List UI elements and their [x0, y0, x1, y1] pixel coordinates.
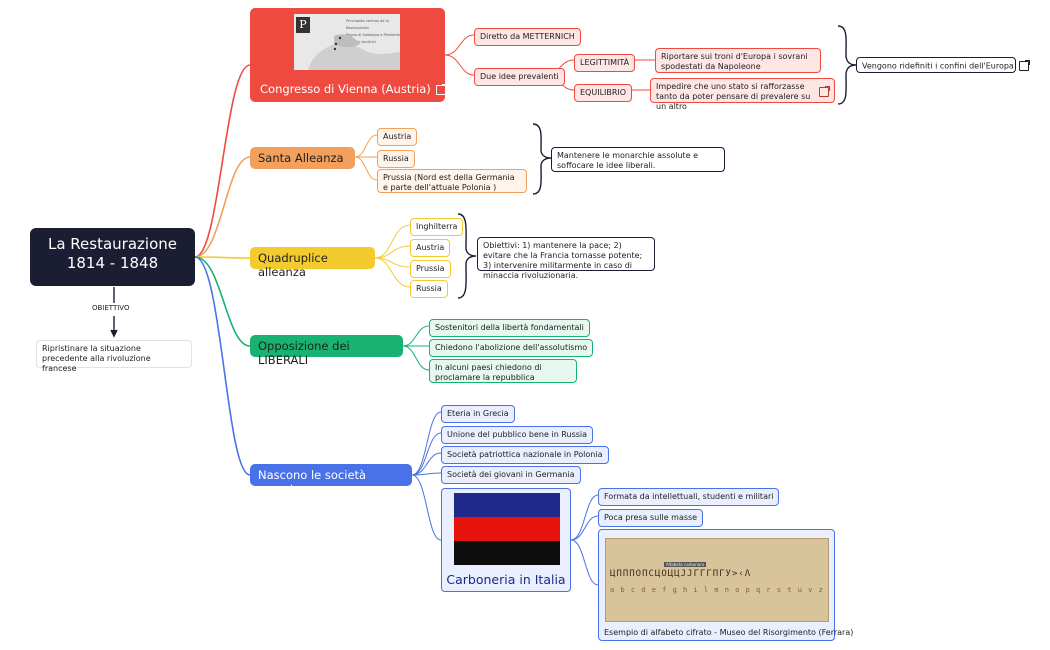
carboneria-detail[interactable]: Formata da intellettuali, studenti e mil… — [598, 488, 780, 506]
map-legend-item: Potenze vincitrici — [346, 40, 376, 44]
equilibrio-node[interactable]: EQUILIBRIO — [574, 84, 633, 102]
quadruplice-summary[interactable]: Obiettivi: 1) mantenere la pace; 2) evit… — [477, 237, 655, 280]
santa-item[interactable]: Austria — [377, 128, 418, 146]
map-logo: P — [296, 17, 310, 33]
root-node[interactable]: La Restaurazione 1814 - 1848 — [30, 228, 195, 286]
legittimita-text[interactable]: Riportare sui troni d'Europa i sovrani s… — [655, 48, 821, 73]
legittimita-node[interactable]: LEGITTIMITÀ — [574, 54, 636, 72]
map-drawing — [308, 34, 400, 70]
flag-black-stripe — [454, 541, 560, 565]
external-link-icon[interactable] — [1018, 60, 1030, 71]
quadruplice-item[interactable]: Austria — [410, 239, 451, 257]
quadruplice-item[interactable]: Inghilterra — [410, 218, 464, 236]
congresso-summary[interactable]: Vengono ridefiniti i confini dell'Europa — [856, 57, 1030, 73]
segrete-item[interactable]: Società dei giovani in Germania — [441, 466, 581, 484]
external-link-icon[interactable] — [819, 86, 830, 97]
carboneria-detail[interactable]: Poca presa sulle masse — [598, 509, 704, 527]
congresso-title: Congresso di Vienna (Austria) — [260, 82, 431, 96]
idee-node[interactable]: Due idee prevalenti — [474, 68, 565, 86]
europe-map-image: P Principales centros de la Restauración… — [294, 14, 400, 70]
equilibrio-text-node[interactable]: Impedire che uno stato si rafforzasse ta… — [650, 78, 835, 111]
congresso-node[interactable]: P Principales centros de la Restauración… — [250, 8, 447, 102]
flag-red-stripe — [454, 517, 560, 541]
equilibrio-text: Impedire che uno stato si rafforzasse ta… — [656, 82, 811, 111]
liberali-item[interactable]: Sostenitori della libertà fondamentali — [429, 319, 590, 337]
cipher-letters: a b c d e f g h i l m n o p q r s t u v … — [610, 586, 824, 594]
carboneria-flag-image — [454, 493, 560, 565]
liberali-item[interactable]: Chiedono l'abolizione dell'assolutismo — [429, 339, 594, 357]
cipher-image-node[interactable]: Alfabeto carbonaro ЦПППОПСЦОЦЦЈЈГГГПГУ>‹… — [598, 529, 853, 641]
carboneria-node[interactable]: Carboneria in Italia — [441, 488, 571, 592]
cipher-tag: Alfabeto carbonaro — [664, 562, 707, 567]
cipher-symbols: ЦПППОПСЦОЦЦЈЈГГГПГУ>‹Λ — [610, 569, 752, 579]
map-legend-item: Regno di Sardegna e Piemonte — [346, 33, 400, 37]
cipher-alphabet-image: Alfabeto carbonaro ЦПППОПСЦОЦЦЈЈГГГПГУ>‹… — [605, 538, 829, 622]
cipher-caption: Esempio di alfabeto cifrato - Museo del … — [604, 628, 854, 637]
santa-alleanza-node[interactable]: Santa Alleanza — [250, 147, 355, 169]
liberali-item[interactable]: In alcuni paesi chiedono di proclamare l… — [429, 359, 577, 383]
flag-blue-stripe — [454, 493, 560, 517]
segrete-item[interactable]: Eteria in Grecia — [441, 405, 515, 423]
obiettivo-label[interactable]: OBIETTIVO — [88, 303, 134, 313]
segrete-item[interactable]: Unione del pubblico bene in Russia — [441, 426, 594, 444]
diretto-node[interactable]: Diretto da METTERNICH — [474, 28, 581, 46]
santa-item[interactable]: Russia — [377, 150, 415, 168]
liberali-node[interactable]: Opposizione dei LIBERALI — [250, 335, 403, 367]
santa-summary[interactable]: Mantenere le monarchie assolute e soffoc… — [551, 147, 725, 172]
quadruplice-node[interactable]: Quadruplice alleanza — [250, 247, 375, 279]
carboneria-title: Carboneria in Italia — [446, 572, 566, 587]
obiettivo-text[interactable]: Ripristinare la situazione precedente al… — [36, 340, 192, 373]
quadruplice-item[interactable]: Prussia — [410, 260, 451, 278]
root-title: La Restaurazione — [47, 235, 177, 253]
segrete-item[interactable]: Società patriottica nazionale in Polonia — [441, 446, 609, 464]
santa-item[interactable]: Prussia (Nord est della Germania e parte… — [377, 169, 527, 193]
societa-segrete-node[interactable]: Nascono le società segrete — [250, 464, 412, 496]
quadruplice-item[interactable]: Russia — [410, 280, 448, 298]
root-dates: 1814 - 1848 — [66, 254, 159, 272]
congresso-summary-text: Vengono ridefiniti i confini dell'Europa — [862, 61, 1014, 71]
map-legend: Principales centros de la Restauración R… — [346, 18, 400, 46]
map-legend-item: Principales centros de la Restauración — [346, 19, 389, 30]
external-link-icon[interactable] — [435, 83, 447, 95]
